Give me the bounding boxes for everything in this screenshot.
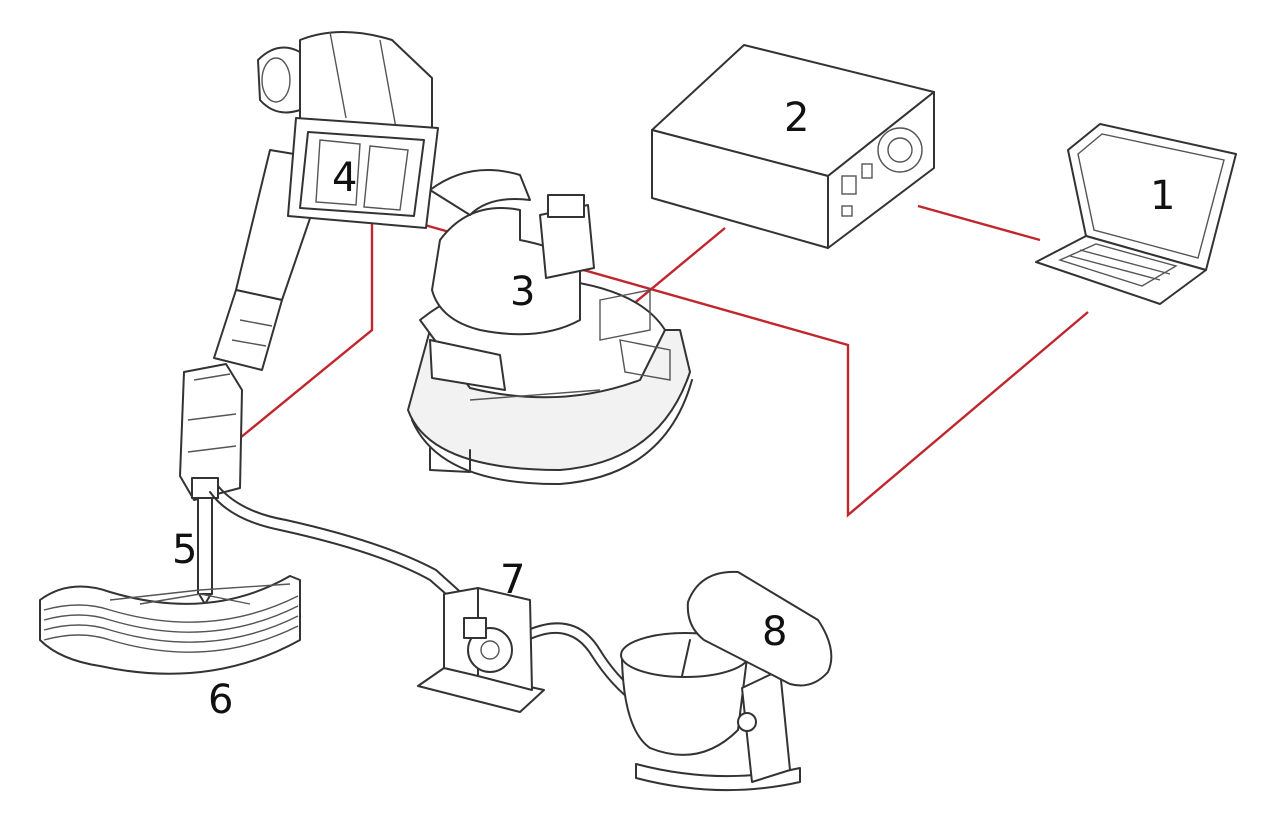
label-printed-part: 6 bbox=[208, 677, 234, 723]
signal-cables bbox=[239, 204, 1089, 518]
cable-controller-robot bbox=[631, 227, 726, 306]
label-robot-base: 3 bbox=[510, 269, 536, 315]
label-laptop: 1 bbox=[1150, 173, 1176, 219]
controller-box bbox=[651, 44, 935, 249]
laptop bbox=[1035, 123, 1237, 305]
robot-base bbox=[407, 169, 693, 486]
printed-part bbox=[39, 575, 301, 675]
label-robot-head: 4 bbox=[332, 155, 358, 201]
pump bbox=[417, 587, 545, 713]
cable-laptop-robot bbox=[399, 216, 1089, 518]
cable-controller-laptop bbox=[917, 204, 1041, 242]
nozzle bbox=[197, 497, 213, 605]
extruder-head bbox=[179, 363, 243, 501]
label-pump: 7 bbox=[500, 557, 526, 603]
robot-head bbox=[287, 117, 439, 229]
label-controller: 2 bbox=[784, 95, 810, 141]
cable-robot-head bbox=[239, 212, 374, 439]
label-nozzle: 5 bbox=[172, 527, 198, 573]
mixer bbox=[620, 570, 833, 792]
label-mixer: 8 bbox=[762, 609, 788, 655]
